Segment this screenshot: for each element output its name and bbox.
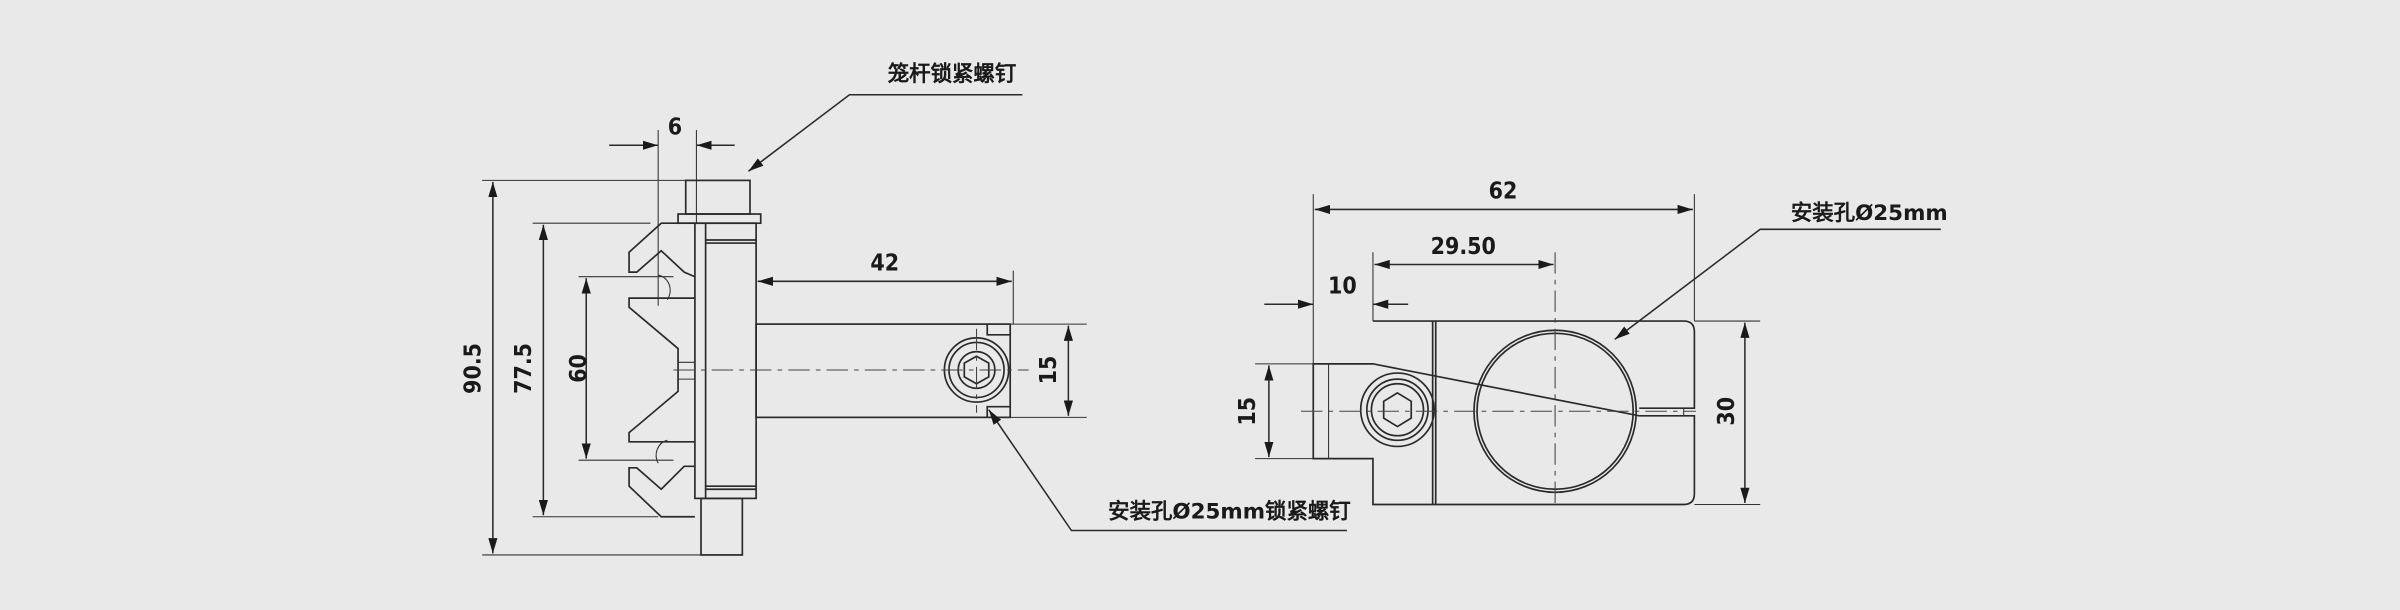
dim-6: 6 (668, 115, 682, 141)
extension-lines (482, 129, 1087, 556)
callout-mount-hole: 安装孔Ø25mm (1791, 200, 1948, 226)
dim-15: 15 (1036, 356, 1062, 385)
leader-cage-rod-screw (748, 94, 1023, 172)
lock-screw-icon (1359, 372, 1436, 448)
leader-mount-hole-screw (988, 409, 1347, 532)
dim-29-50: 29.50 (1431, 234, 1496, 260)
dim-15-top: 15 (1235, 397, 1261, 426)
dim-60: 60 (566, 354, 592, 383)
dim-90-5: 90.5 (461, 343, 487, 394)
dim-62: 62 (1489, 179, 1518, 205)
callout-cage-rod-screw: 笼杆锁紧螺钉 (887, 61, 1017, 87)
dim-77-5: 77.5 (511, 343, 537, 394)
leader-mount-hole (1614, 228, 1941, 341)
arm (755, 323, 1012, 419)
callout-mount-hole-screw: 安装孔Ø25mm锁紧螺钉 (1108, 498, 1351, 524)
clamp-body-side (628, 179, 762, 556)
dim-42: 42 (870, 251, 899, 277)
dim-10: 10 (1328, 274, 1357, 300)
dim-30: 30 (1714, 397, 1740, 426)
side-view: 90.5 77.5 60 6 42 15 (461, 61, 1351, 556)
top-view: 62 29.50 10 15 30 安装孔Ø25mm (1235, 179, 1948, 506)
